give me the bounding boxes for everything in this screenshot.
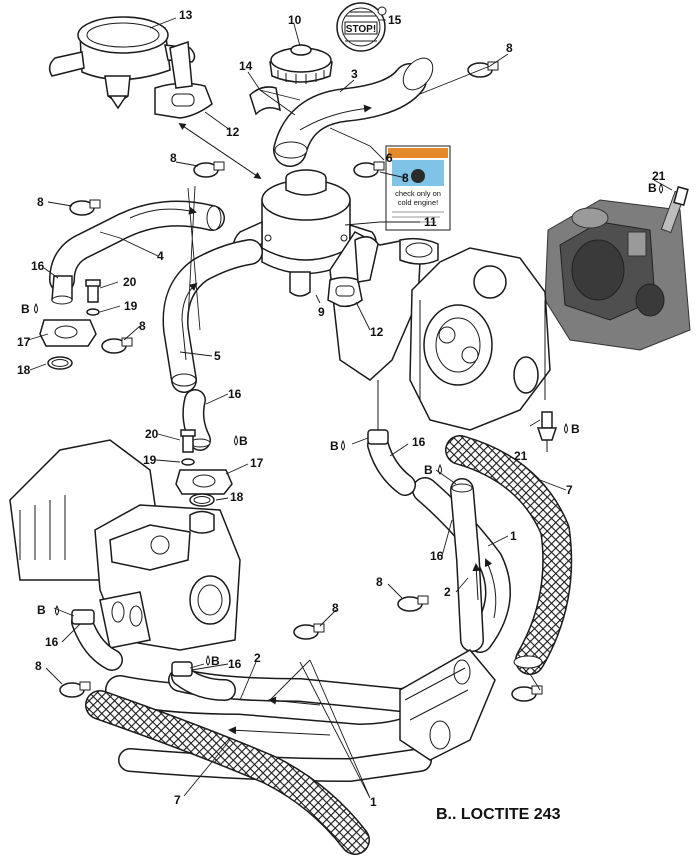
fitting-16-middle <box>182 389 211 451</box>
callout-8-b: 8 <box>170 151 177 165</box>
callout-16-mid-right: 16 <box>412 435 426 449</box>
mounting-bracket-lower <box>327 236 379 308</box>
callout-20-middle: 20 <box>145 427 159 441</box>
callout-b-middle: B <box>239 434 248 448</box>
callout-3: 3 <box>351 67 358 81</box>
flange-17-upper <box>39 319 97 347</box>
o-ring-18-upper <box>47 356 73 370</box>
hose-4 <box>49 200 225 293</box>
hose-clamp-8-d <box>69 199 101 216</box>
cylinder-head-right <box>329 231 551 431</box>
callout-6: 6 <box>386 151 393 165</box>
hose-clamp-8-a <box>467 61 499 78</box>
callout-14: 14 <box>239 59 253 73</box>
t-junction-manifold <box>399 649 496 761</box>
leader-lines <box>27 17 673 799</box>
radiator-cap <box>269 44 333 84</box>
mounting-bracket-upper <box>154 40 213 119</box>
callout-2-lower: 2 <box>254 651 261 665</box>
hose-5 <box>162 239 263 393</box>
callout-19-upper: 19 <box>124 299 138 313</box>
temperature-sensor-21-lower <box>536 411 558 452</box>
callout-8-a: 8 <box>506 41 513 55</box>
rubber-pad <box>249 86 281 116</box>
callout-17-middle: 17 <box>250 456 264 470</box>
callout-b-lower-left: B <box>37 603 46 617</box>
washer-19-middle <box>181 458 195 466</box>
callout-21-upper: 21 <box>652 169 666 183</box>
callout-b-upper-left: B <box>21 302 30 316</box>
callout-8-g: 8 <box>332 601 339 615</box>
callout-8-c: 8 <box>402 171 409 185</box>
temperature-sensor-21-upper <box>673 186 689 206</box>
warning-sticker-line1: check only on <box>395 189 441 198</box>
hose-clamp-8-f <box>397 595 429 612</box>
fitting-16-mid-right <box>367 380 416 496</box>
callout-16-middle: 16 <box>228 387 242 401</box>
o-ring-18-middle <box>189 493 215 507</box>
callout-8-e: 8 <box>139 319 146 333</box>
callout-18-upper: 18 <box>17 363 31 377</box>
callout-13: 13 <box>179 8 193 22</box>
fitting-16-lower-mid <box>171 661 236 701</box>
callout-7-right: 7 <box>566 483 573 497</box>
callout-15: 15 <box>388 13 402 27</box>
warning-sticker-line2: cold engine! <box>398 198 438 207</box>
cap-badge-text: STOP! <box>346 24 376 35</box>
callout-b-lower-right: B <box>571 422 580 436</box>
hose-clamp-8-i <box>511 685 543 702</box>
hose-clamp-8-b <box>193 161 225 178</box>
braided-hose-7-right <box>445 435 573 675</box>
callout-labels: 13 10 15 14 3 8 12 8 6 8 8 4 11 21 B 16 … <box>17 8 666 809</box>
hose-clamp-8-c <box>353 161 385 178</box>
warning-sticker: check only on cold engine! <box>385 145 451 231</box>
cylinder-head-left <box>9 439 241 651</box>
hose-clamp-8-g <box>293 623 325 640</box>
callout-5: 5 <box>214 349 221 363</box>
callout-b-mid-right-2: B <box>424 463 433 477</box>
callout-16-lower-mid: 16 <box>228 657 242 671</box>
callout-8-h: 8 <box>35 659 42 673</box>
washer-19-upper <box>86 308 100 316</box>
callout-8-d: 8 <box>37 195 44 209</box>
bolt-20-upper <box>85 279 101 303</box>
upper-hose-3 <box>273 57 434 167</box>
callout-9: 9 <box>318 305 325 319</box>
callout-2-right: 2 <box>444 585 451 599</box>
callout-16-upper-left: 16 <box>31 259 45 273</box>
bolt-20-middle <box>180 429 196 453</box>
callout-7-bottom: 7 <box>174 793 181 807</box>
flange-17-middle <box>175 469 233 495</box>
callout-b-mid-right: B <box>330 439 339 453</box>
callout-1-right: 1 <box>510 529 517 543</box>
callout-8-f: 8 <box>376 575 383 589</box>
callout-17-upper: 17 <box>17 335 31 349</box>
callout-20-upper: 20 <box>123 275 137 289</box>
callout-12-lower: 12 <box>370 325 384 339</box>
callout-16-lower-right: 16 <box>430 549 444 563</box>
hose-clamp-8-e <box>101 337 133 354</box>
callout-b-lower-mid: B <box>211 654 220 668</box>
callout-10: 10 <box>288 13 302 27</box>
callout-21-lower: 21 <box>514 449 528 463</box>
hoses-1-2-right <box>412 477 511 653</box>
cap-warning-badge: STOP! <box>336 2 387 52</box>
callout-1-bottom: 1 <box>370 795 377 809</box>
callout-19-middle: 19 <box>143 453 157 467</box>
cylinder-head-photo <box>544 190 691 351</box>
callout-4: 4 <box>157 249 164 263</box>
callout-b-upper-right: B <box>648 181 657 195</box>
fitting-16-upper-left <box>51 275 73 305</box>
callout-11: 11 <box>424 215 437 229</box>
callout-12-upper: 12 <box>226 125 240 139</box>
callout-16-lower-left: 16 <box>45 635 59 649</box>
hose-clamp-8-h <box>59 681 91 698</box>
fitting-16-lower-left <box>71 609 123 671</box>
callout-18-middle: 18 <box>230 490 244 504</box>
braided-hose-7-bottom <box>85 690 370 855</box>
loctite-legend: B.. LOCTITE 243 <box>436 806 561 823</box>
